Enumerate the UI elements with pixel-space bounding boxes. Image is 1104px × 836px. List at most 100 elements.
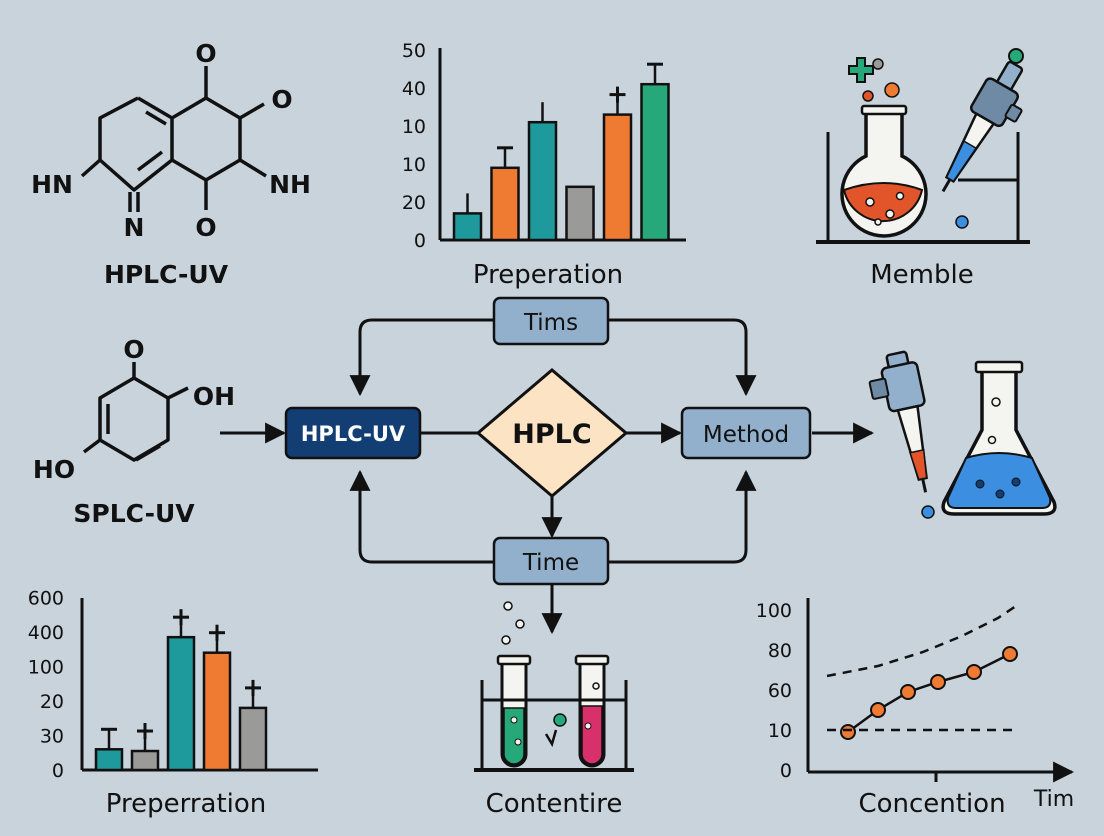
node-hplc-diamond-label: HPLC [512,419,591,450]
bubble-icon [987,435,997,445]
bubble-icon [995,489,1005,499]
atom-o-bottom: O [195,213,216,242]
molecule-top-bond-o-right [239,102,265,120]
bubble-icon [874,218,882,226]
pipette-flask-mid [868,350,1057,519]
pipette-mid-button [868,377,890,400]
pipette-mid-needle [921,478,928,493]
bar [130,749,160,772]
dashed-series-line [826,604,1017,678]
chart1-xlabel: Preperation [473,260,623,290]
node-tims[interactable] [492,296,610,346]
check-mark-icon [544,729,558,748]
y-tick-label: 400 [28,622,64,644]
bar [527,120,558,242]
y-tick-label: 10 [402,116,426,138]
y-tick-label: 100 [756,600,792,622]
particle-icon [872,58,884,70]
atom-o-top: O [195,39,216,68]
atom-mid-oh: OH [193,382,235,411]
bar [490,166,520,242]
arrow-tims-to-method [608,318,757,397]
node-time[interactable] [492,536,610,586]
data-point [900,684,916,700]
bar [94,748,124,772]
molecule-top-left-ring [98,96,174,192]
bar [452,212,483,242]
flask-pipette-top [816,48,1030,244]
flowchart [220,318,875,635]
atom-n: N [124,213,145,242]
molecule-top [80,66,267,212]
pipette-top [941,60,1024,193]
chart1-bars [452,62,670,242]
bubble-icon [510,716,518,724]
particle-icon [884,82,900,98]
bubble-icon [895,191,905,201]
data-point [1002,646,1018,662]
arrow-time-to-hplcuv [349,469,494,564]
bubble-icon [514,738,522,746]
molecule-mid [82,362,189,462]
y-tick-label: 60 [768,680,792,702]
molecule-mid-caption: SPLC-UV [73,499,195,528]
pipette-needle [941,178,952,193]
particle-icon [862,90,874,102]
node-tims-label: Tims [523,310,578,336]
flask-pipette-caption: Memble [870,260,973,290]
node-hplc-uv[interactable] [284,406,422,460]
y-tick-label: 0 [414,230,426,252]
chart2-xlabel: Preperration [106,789,267,819]
node-hplc-diamond[interactable] [475,368,629,498]
y-tick-label: 600 [28,588,64,610]
droplet-icon [921,505,935,519]
conical-flask-liquid [946,452,1052,509]
pipette-mid [868,350,928,493]
y-tick-label: 40 [402,78,426,100]
bubble-icon [885,209,895,219]
y-tick-label: 0 [52,760,64,782]
molecule-top-bond-hn [80,158,102,178]
data-point [840,724,856,740]
bar [202,651,232,772]
green-cross-icon [848,57,874,83]
bar [602,113,633,242]
data-point [966,664,982,680]
y-tick-label: 100 [28,657,64,679]
y-tick-label: 10 [768,720,792,742]
bubble-icon [975,479,985,489]
node-method[interactable] [680,406,812,460]
atom-nh: NH [269,170,311,199]
molecule-top-inner-bond [136,150,164,172]
y-tick-label: 50 [402,40,426,62]
node-hplc-uv-label: HPLC-UV [301,422,406,446]
bubble-icon [1011,477,1021,487]
y-tick-label: 30 [40,726,64,748]
molecule-mid-bond-ho [82,438,102,454]
round-flask-liquid [842,182,924,223]
bar [565,185,595,242]
molecule-top-bond-nh [239,158,267,178]
y-tick-label: 80 [768,640,792,662]
bar [640,82,670,242]
bubble-icon [584,722,592,730]
bar [238,706,268,772]
bubble-icon [503,601,513,611]
conical-flask-lip [974,360,1024,374]
bubble-icon [592,682,600,690]
pipette-button [1004,103,1023,123]
pipette-liquid [945,140,978,183]
molecule-mid-bond-oh [167,386,189,400]
series-line [847,652,1011,734]
particle-icon [1008,48,1024,64]
pipette-mid-liquid [909,448,928,481]
chart3-xlabel: Concention [858,789,1005,819]
atom-o-right: O [271,85,292,114]
node-method-label: Method [703,422,789,448]
